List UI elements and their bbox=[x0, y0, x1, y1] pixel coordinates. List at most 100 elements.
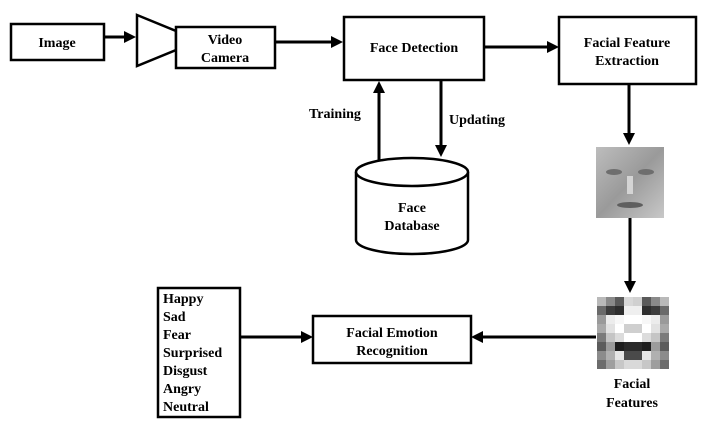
facial-features-label-line-2: Features bbox=[606, 396, 658, 411]
arrowhead-icon bbox=[471, 331, 483, 343]
face-pixel bbox=[642, 360, 651, 369]
image-label: Image bbox=[38, 36, 75, 51]
image-node: Image bbox=[9, 22, 106, 62]
video-camera-node: Video Camera bbox=[135, 13, 277, 70]
training-label: Training bbox=[309, 107, 361, 122]
face-pixel bbox=[606, 351, 615, 360]
face-pixel bbox=[651, 333, 660, 342]
face-pixel bbox=[642, 342, 651, 351]
face-pixel bbox=[633, 333, 642, 342]
face-pixel bbox=[642, 315, 651, 324]
arrowhead-icon bbox=[331, 36, 343, 48]
arrowhead-icon bbox=[301, 331, 313, 343]
arrowhead-icon bbox=[623, 133, 635, 145]
edge-image-to-camera bbox=[104, 31, 136, 43]
emotion-recognition-node: Facial Emotion Recognition bbox=[311, 314, 473, 365]
emotion-recognition-box bbox=[311, 314, 473, 365]
face-pixel bbox=[615, 360, 624, 369]
feature-extraction-node: Facial Feature Extraction bbox=[557, 15, 698, 86]
emotion-item: Surprised bbox=[163, 346, 222, 361]
emotion-item: Neutral bbox=[163, 400, 209, 415]
face-pixel bbox=[651, 306, 660, 315]
face-pixel bbox=[597, 324, 606, 333]
face-pixel bbox=[642, 306, 651, 315]
camera-label-line-1: Video bbox=[208, 33, 242, 48]
face-pixel bbox=[633, 306, 642, 315]
face-pixel bbox=[642, 351, 651, 360]
emotion-item: Sad bbox=[163, 310, 186, 325]
edge-camera-to-detection bbox=[275, 36, 343, 48]
edge-updating: Updating bbox=[435, 80, 505, 157]
arrowhead-icon bbox=[624, 281, 636, 293]
face-pixel bbox=[615, 315, 624, 324]
updating-label: Updating bbox=[449, 113, 505, 128]
face-pixel bbox=[597, 360, 606, 369]
face-pixel bbox=[633, 324, 642, 333]
feature-extraction-label-line-1: Facial Feature bbox=[584, 36, 670, 51]
face-pixel bbox=[597, 333, 606, 342]
face-pixel bbox=[597, 342, 606, 351]
face-pixel bbox=[642, 324, 651, 333]
emotion-item: Fear bbox=[163, 328, 191, 343]
emotion-recognition-label-line-1: Facial Emotion bbox=[346, 326, 438, 341]
face-pixel bbox=[642, 333, 651, 342]
face-pixel bbox=[615, 297, 624, 306]
face-detection-box bbox=[342, 15, 486, 82]
face-pixel bbox=[624, 333, 633, 342]
face-pixel bbox=[660, 333, 669, 342]
face-pixel bbox=[651, 297, 660, 306]
camera-lens-icon bbox=[135, 13, 178, 68]
camera-body bbox=[174, 25, 277, 70]
face-pixel bbox=[615, 333, 624, 342]
face-pixel bbox=[660, 342, 669, 351]
arrowhead-icon bbox=[124, 31, 136, 43]
face-pixel bbox=[633, 315, 642, 324]
edge-training: Training bbox=[309, 81, 385, 160]
face-pixel bbox=[606, 315, 615, 324]
face-pixel bbox=[606, 360, 615, 369]
face-pixel bbox=[606, 306, 615, 315]
face-pixel bbox=[606, 342, 615, 351]
face-pixel bbox=[624, 342, 633, 351]
emotion-item: Angry bbox=[163, 382, 201, 397]
database-label-line-1: Face bbox=[398, 201, 426, 216]
face-pixel bbox=[606, 297, 615, 306]
face-pixel bbox=[624, 306, 633, 315]
database-top bbox=[354, 156, 470, 188]
emotion-item: Disgust bbox=[163, 364, 208, 379]
arrowhead-icon bbox=[373, 81, 385, 93]
face-pixel bbox=[597, 297, 606, 306]
emotion-recognition-label-line-2: Recognition bbox=[356, 344, 428, 359]
edge-detection-to-extraction bbox=[484, 41, 559, 53]
face-pixel bbox=[606, 324, 615, 333]
face-detection-label: Face Detection bbox=[370, 41, 458, 56]
face-pixel bbox=[624, 315, 633, 324]
face-pixel bbox=[597, 351, 606, 360]
face-pixel bbox=[633, 351, 642, 360]
facial-features-image bbox=[597, 297, 669, 369]
face-pixel bbox=[660, 351, 669, 360]
facial-features-label-line-1: Facial bbox=[614, 377, 651, 392]
image-box bbox=[9, 22, 106, 62]
arrowhead-icon bbox=[435, 145, 447, 157]
feature-extraction-label-line-2: Extraction bbox=[595, 54, 659, 69]
edge-features-to-recognition bbox=[471, 331, 596, 343]
face-pixel bbox=[615, 324, 624, 333]
face-pixel bbox=[624, 360, 633, 369]
face-pixel bbox=[651, 360, 660, 369]
face-pixel bbox=[651, 324, 660, 333]
face-pixel bbox=[615, 342, 624, 351]
face-pixel bbox=[660, 360, 669, 369]
face-detection-node: Face Detection bbox=[342, 15, 486, 82]
face-pixel bbox=[633, 297, 642, 306]
edge-recognition-to-emotions bbox=[240, 331, 313, 343]
face-pixel bbox=[624, 351, 633, 360]
edge-face-to-features bbox=[624, 218, 636, 293]
face-pixel bbox=[606, 333, 615, 342]
face-pixel bbox=[642, 297, 651, 306]
emotions-list-node: Happy Sad Fear Surprised Disgust Angry N… bbox=[156, 286, 242, 419]
face-pixel bbox=[651, 315, 660, 324]
face-pixel bbox=[651, 351, 660, 360]
face-pixel bbox=[660, 324, 669, 333]
